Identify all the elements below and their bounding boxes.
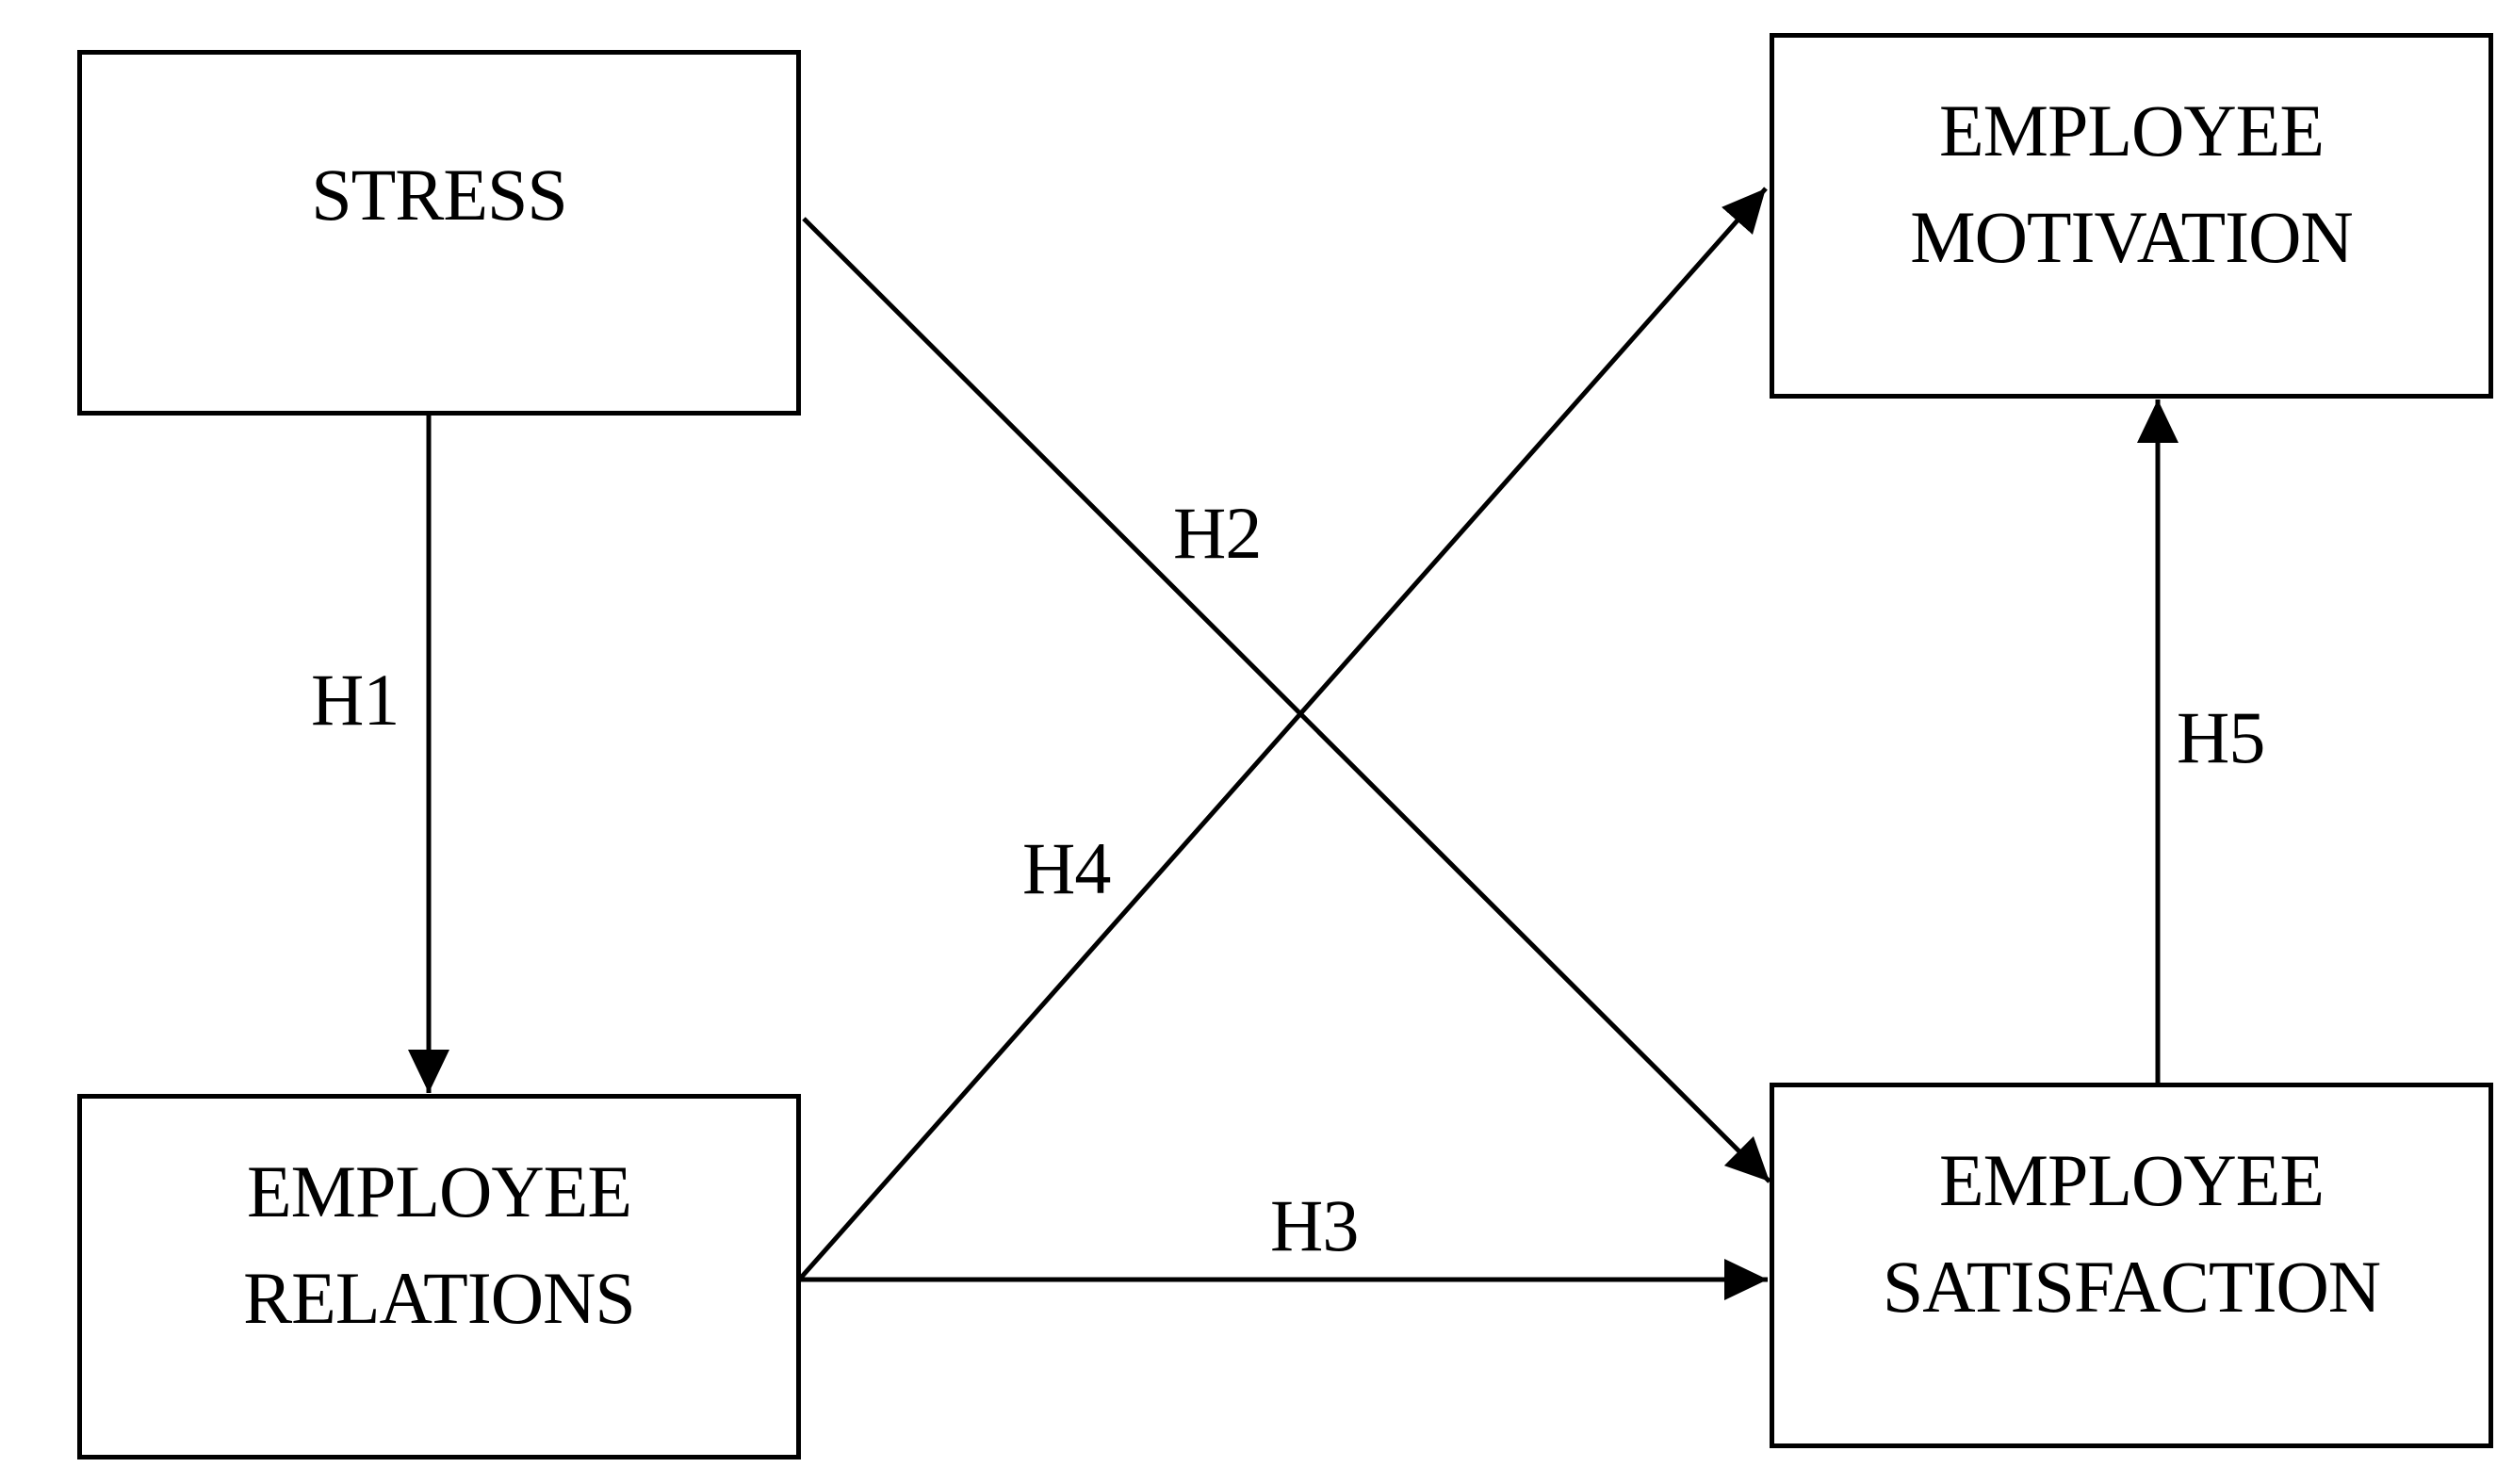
hypothesis-label-h3: H3 <box>1270 1184 1359 1266</box>
arrow-h2 <box>802 217 1771 1183</box>
node-employee-motivation: EMPLOYEE MOTIVATION <box>1770 33 2493 399</box>
node-label-line: EMPLOYEE <box>247 1150 632 1232</box>
node-stress-label: STRESS <box>311 141 567 248</box>
node-stress: STRESS <box>77 50 801 416</box>
node-label-line: RELATIONS <box>243 1257 636 1340</box>
hypothesis-label-h4: H4 <box>1022 827 1111 909</box>
node-label-line: STRESS <box>311 154 567 236</box>
node-label-line: EMPLOYEE <box>1939 1139 2325 1221</box>
arrow-h4 <box>799 187 1768 1280</box>
node-employee-relations: EMPLOYEE RELATIONS <box>77 1094 801 1460</box>
node-label-line: MOTIVATION <box>1910 196 2354 279</box>
hypothesis-label-h5: H5 <box>2177 696 2265 778</box>
hypothesis-label-h2: H2 <box>1173 492 1262 574</box>
node-label-line: SATISFACTION <box>1882 1246 2381 1329</box>
node-label-line: EMPLOYEE <box>1939 90 2325 171</box>
hypothesis-label-h1: H1 <box>311 659 400 741</box>
node-employee-satisfaction: EMPLOYEE SATISFACTION <box>1770 1083 2493 1448</box>
